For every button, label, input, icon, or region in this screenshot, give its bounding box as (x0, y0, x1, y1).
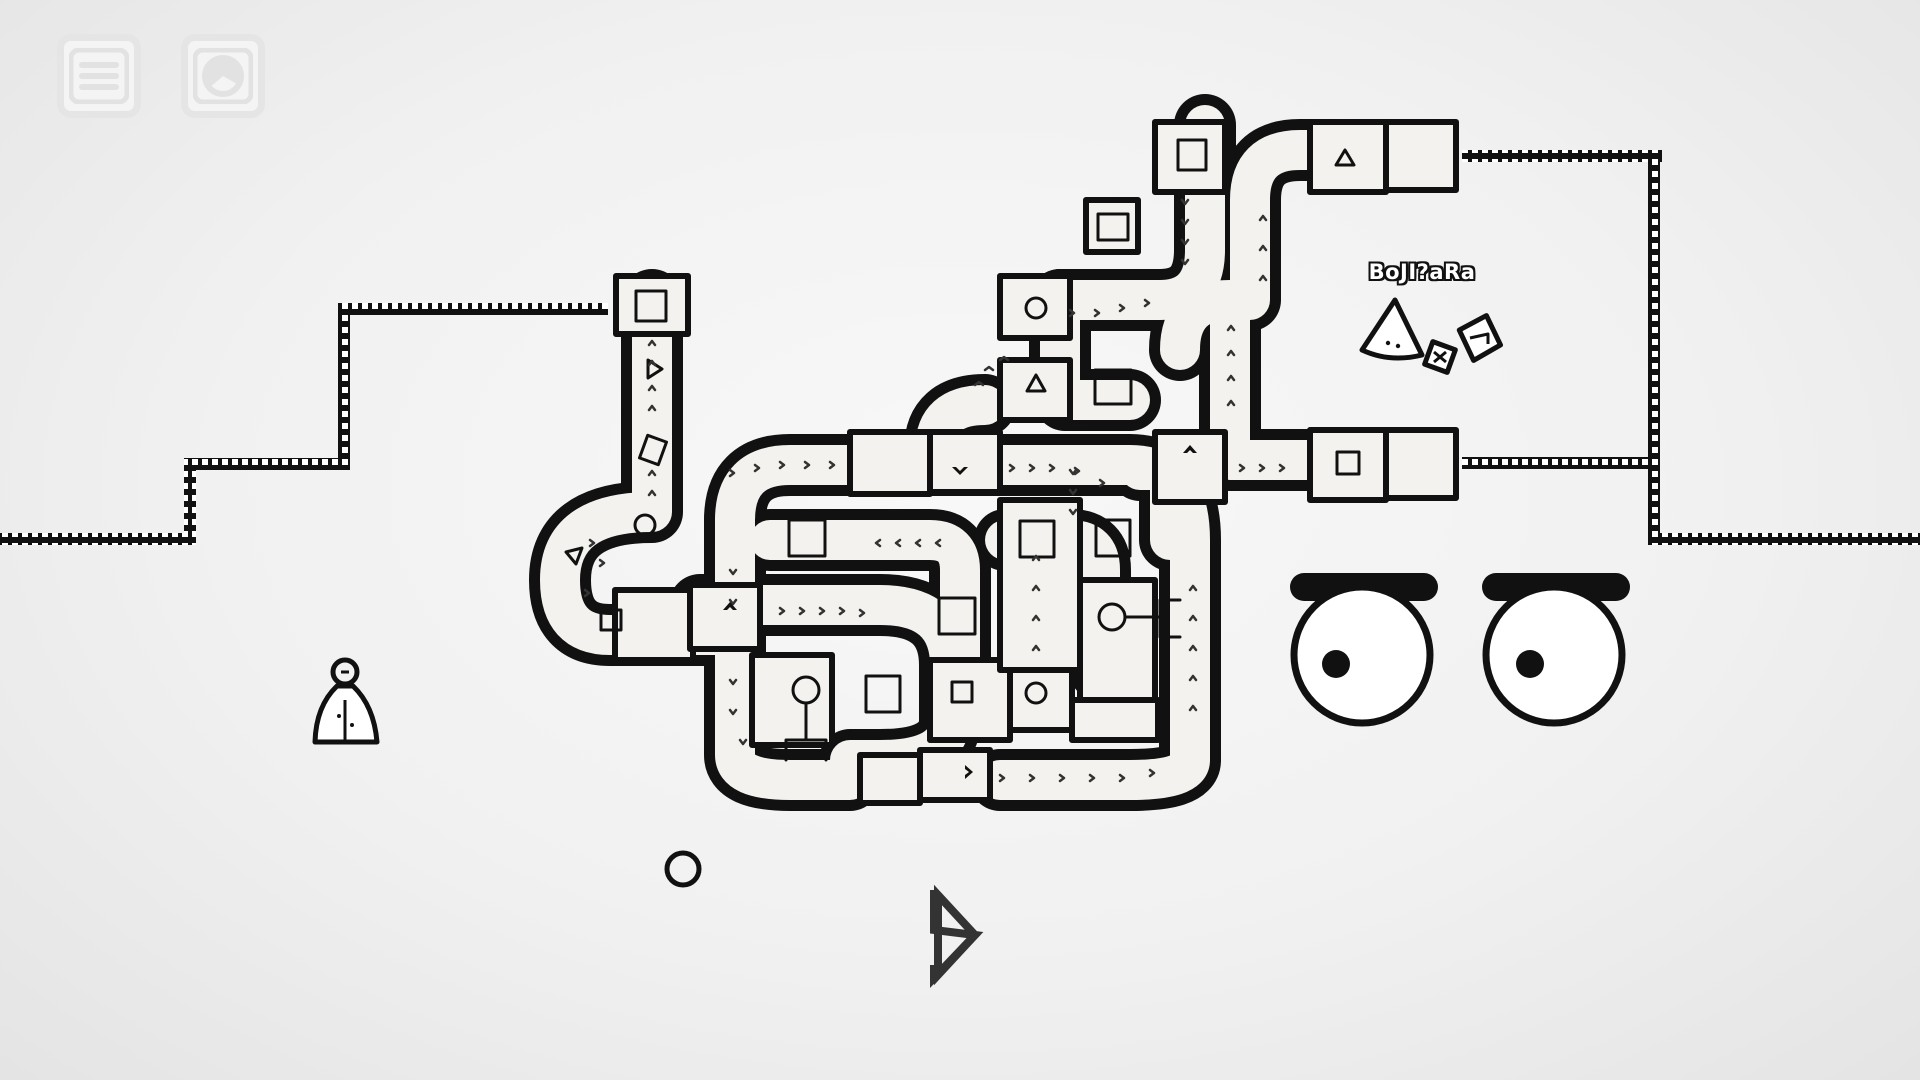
speech-text: BoJI?aRa (1368, 260, 1476, 284)
ring-icon[interactable] (664, 850, 702, 888)
right-chain-line (1462, 150, 1920, 545)
speech-symbols (1359, 297, 1503, 375)
circle-slash-icon (193, 48, 253, 104)
hamburger-menu-icon (69, 48, 129, 104)
restart-button[interactable] (181, 34, 265, 118)
robed-figure-icon[interactable] (312, 657, 380, 745)
play-arrow-icon[interactable] (930, 884, 984, 988)
pipe-maze (529, 94, 1459, 811)
big-eyes-icon (1290, 573, 1630, 727)
menu-button[interactable] (57, 34, 141, 118)
left-chain-line (0, 303, 608, 545)
